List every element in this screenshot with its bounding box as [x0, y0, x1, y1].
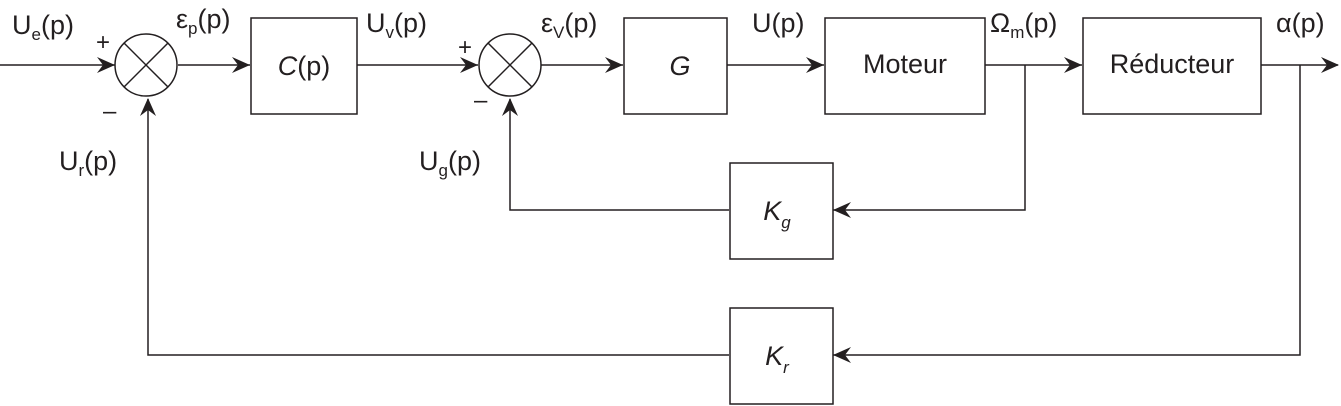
- summing-junction-position: [114, 33, 178, 97]
- signal-omega: Ωm(p): [990, 8, 1057, 42]
- arrowhead: [97, 57, 115, 73]
- arrowhead: [833, 347, 851, 363]
- summing-junction-speed: [478, 33, 542, 97]
- arrowhead: [232, 57, 250, 73]
- arrowhead: [1321, 57, 1339, 73]
- signal-ue: Ue(p): [12, 10, 74, 44]
- block-g-label: G: [669, 51, 690, 81]
- wire-ug: [509, 99, 729, 211]
- block-reducteur: [1082, 17, 1262, 115]
- block-moteur-label: Moteur: [863, 49, 947, 79]
- sign-minus-position: –: [103, 98, 117, 125]
- signal-ep: εp(p): [176, 4, 231, 38]
- block-reducteur-label: Réducteur: [1110, 49, 1235, 79]
- wire-kg-in: [833, 65, 1026, 211]
- arrowhead: [833, 202, 851, 218]
- block-c-label: C(p): [278, 51, 331, 81]
- wire-kr-in: [833, 65, 1301, 356]
- arrowhead: [460, 57, 478, 73]
- signal-u: U(p): [752, 8, 805, 38]
- block-g: [623, 17, 728, 115]
- signal-ev: εV(p): [541, 8, 597, 42]
- block-c: [250, 17, 358, 115]
- sign-plus-position: +: [96, 29, 110, 56]
- arrowhead: [140, 98, 156, 116]
- arrowhead: [806, 57, 824, 73]
- signal-uv: Uv(p): [366, 8, 427, 42]
- sign-minus-speed: –: [474, 87, 488, 114]
- wire-ur: [147, 99, 729, 356]
- arrowhead: [605, 57, 623, 73]
- block-kg-label: Kg: [763, 196, 791, 232]
- signal-ug: Ug(p): [419, 146, 481, 180]
- block-kg: [729, 162, 834, 260]
- signal-alpha: α(p): [1276, 8, 1325, 38]
- arrowhead: [502, 98, 518, 116]
- arrowhead: [1064, 57, 1082, 73]
- block-kr: [729, 307, 834, 405]
- block-moteur: [824, 17, 986, 115]
- block-kr-label: Kr: [765, 341, 790, 377]
- signal-ur: Ur(p): [59, 146, 117, 180]
- sign-plus-speed: +: [458, 34, 472, 61]
